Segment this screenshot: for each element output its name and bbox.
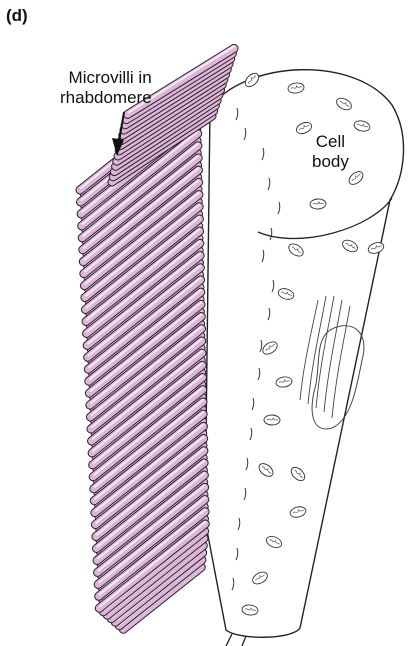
cell-body-label-line-1: Cell <box>312 132 349 152</box>
mitochondrion <box>310 199 327 210</box>
microvilli-label: Microvilli in rhabdomere <box>60 68 152 108</box>
cell-body-outline <box>205 70 404 638</box>
microvilli-label-line-1: Microvilli in <box>60 68 152 88</box>
microvilli-label-line-2: rhabdomere <box>60 88 152 108</box>
mitochondrion <box>264 415 280 426</box>
panel-label: (d) <box>6 6 28 26</box>
cell-body-label-line-2: body <box>312 152 349 172</box>
cell-body-label: Cell body <box>312 132 349 172</box>
